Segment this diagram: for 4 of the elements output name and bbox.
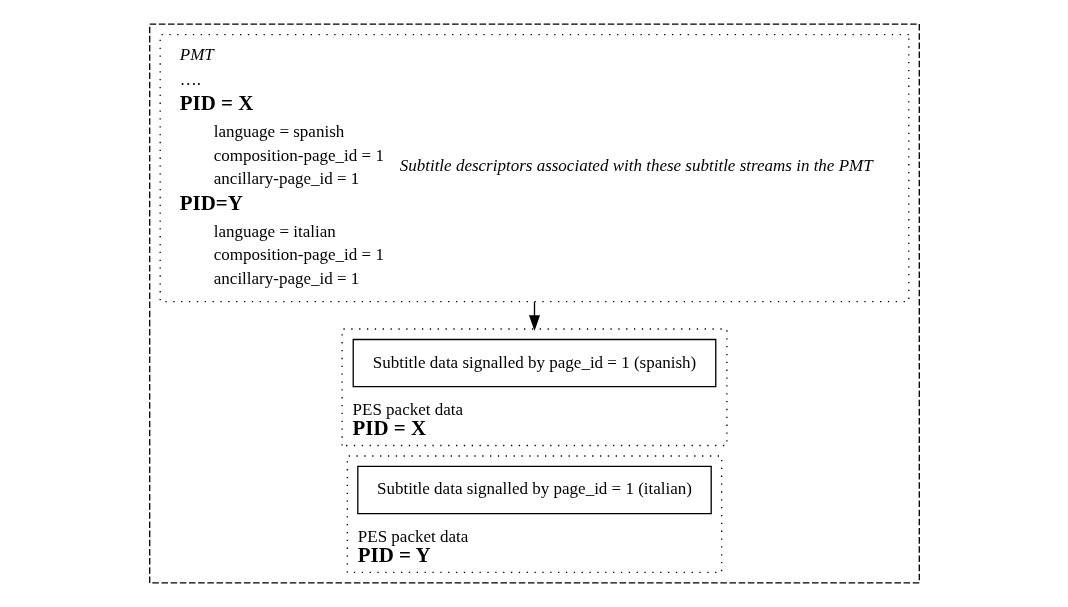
node-box: Subtitle data signalled by page_id = 1 (italian) (356, 465, 712, 515)
cluster (148, 23, 920, 584)
arrow (528, 301, 540, 331)
node-box: Subtitle data signalled by page_id = 1 (spanish) (352, 338, 716, 388)
